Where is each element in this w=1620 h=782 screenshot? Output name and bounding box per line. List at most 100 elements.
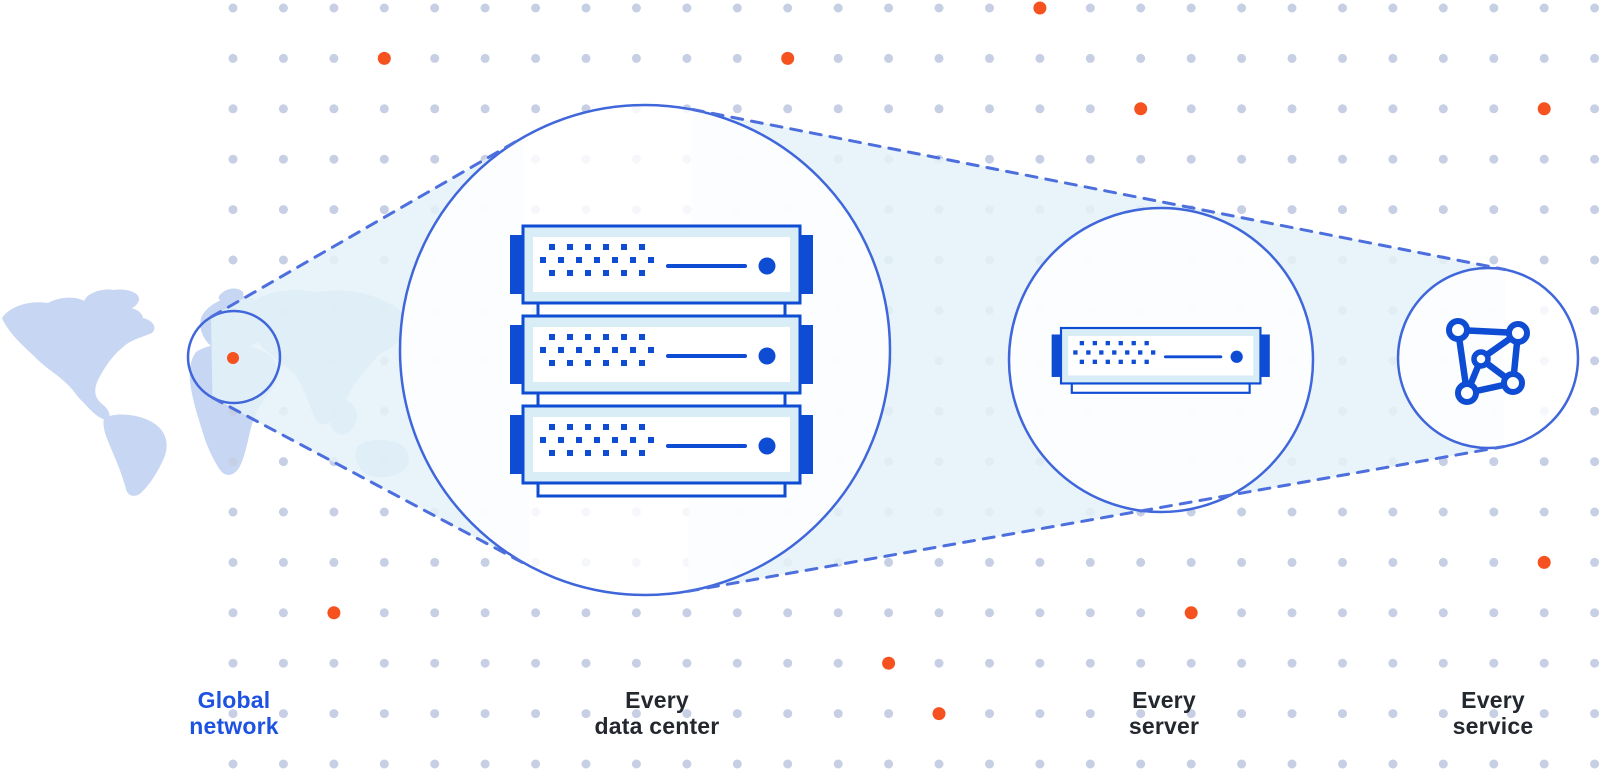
- grid-dot: [480, 557, 490, 567]
- grid-dot: [884, 557, 894, 567]
- grid-dot: [1438, 507, 1448, 517]
- grid-dot: [682, 3, 692, 13]
- grid-dot: [430, 608, 440, 618]
- grid-dot: [884, 53, 894, 63]
- grid-dot: [1136, 53, 1146, 63]
- grid-dot: [228, 457, 238, 467]
- server-stack-icon: [508, 224, 815, 498]
- grid-dot: [1539, 658, 1549, 668]
- grid-dot: [1085, 759, 1095, 769]
- grid-dot: [1035, 154, 1045, 164]
- grid-dot: [732, 709, 742, 719]
- grid-dot: [228, 53, 238, 63]
- grid-dot: [228, 104, 238, 114]
- grid-dot: [1085, 557, 1095, 567]
- grid-dot: [379, 658, 389, 668]
- grid-dot: [1590, 457, 1600, 467]
- grid-dot: [783, 104, 793, 114]
- grid-dot: [430, 3, 440, 13]
- grid-dot: [783, 658, 793, 668]
- grid-dot: [1590, 557, 1600, 567]
- grid-dot: [985, 557, 994, 567]
- grid-dot: [329, 507, 339, 517]
- grid-dot: [1237, 3, 1247, 13]
- grid-dot: [1388, 205, 1398, 215]
- dashed-guides: [209, 108, 1507, 593]
- label-global-network: Global network: [189, 687, 279, 739]
- grid-dot: [379, 3, 389, 13]
- grid-dot: [884, 104, 894, 114]
- grid-dot: [1186, 759, 1196, 769]
- grid-dot: [329, 658, 339, 668]
- grid-dot: [1388, 53, 1398, 63]
- grid-dot: [1237, 557, 1247, 567]
- label-every-data-center: Every data center: [594, 687, 720, 739]
- map-marker-dot: [227, 352, 239, 364]
- grid-dot: [430, 53, 440, 63]
- grid-dot: [1388, 608, 1398, 618]
- grid-dot: [934, 658, 944, 668]
- grid-dot: [1186, 3, 1196, 13]
- grid-dot: [1489, 507, 1499, 517]
- dash-lower-right: [686, 445, 1506, 593]
- grid-dot: [278, 104, 288, 114]
- dash-upper-left: [209, 136, 525, 319]
- grid-dot: [228, 507, 238, 517]
- grid-dot: [1035, 104, 1045, 114]
- orange-accent-dot: [781, 51, 795, 65]
- grid-dot: [732, 53, 742, 63]
- grid-dot: [1136, 709, 1146, 719]
- grid-dot: [1136, 557, 1146, 567]
- grid-dot: [581, 709, 591, 719]
- grid-dot: [631, 608, 641, 618]
- grid-dot: [581, 759, 591, 769]
- grid-dot: [1590, 658, 1600, 668]
- grid-dot: [1590, 507, 1600, 517]
- grid-dot: [732, 3, 742, 13]
- grid-dot: [1590, 205, 1600, 215]
- grid-dot: [1237, 608, 1247, 618]
- grid-dot: [1539, 255, 1549, 265]
- grid-dot: [1539, 3, 1549, 13]
- grid-dot: [1237, 709, 1247, 719]
- grid-dot: [732, 759, 742, 769]
- continent-south-america: [103, 414, 167, 496]
- grid-dot: [531, 53, 541, 63]
- grid-dot: [833, 104, 843, 114]
- grid-dot: [531, 608, 541, 618]
- continent-north-america: [2, 297, 155, 420]
- grid-dot: [1186, 709, 1196, 719]
- grid-dot: [1489, 255, 1499, 265]
- grid-dot: [278, 557, 288, 567]
- grid-dot: [631, 709, 641, 719]
- grid-dot: [1539, 53, 1549, 63]
- grid-dot: [329, 53, 339, 63]
- grid-dot: [1590, 709, 1600, 719]
- grid-dot: [278, 759, 288, 769]
- grid-dot: [1438, 104, 1448, 114]
- grid-dot: [581, 53, 591, 63]
- dash-upper-right: [691, 108, 1507, 272]
- grid-dot: [228, 658, 238, 668]
- grid-dot: [934, 3, 944, 13]
- grid-dot: [531, 709, 541, 719]
- grid-dot: [985, 759, 994, 769]
- grid-dot: [1035, 759, 1045, 769]
- grid-dot: [1237, 507, 1247, 517]
- grid-dot: [379, 205, 389, 215]
- grid-dot: [631, 53, 641, 63]
- grid-dot: [1237, 104, 1247, 114]
- grid-dot: [1539, 759, 1549, 769]
- grid-dot: [1590, 305, 1600, 315]
- grid-dot: [228, 709, 238, 719]
- grid-dot: [732, 658, 742, 668]
- grid-dot: [833, 53, 843, 63]
- grid-dot: [682, 658, 692, 668]
- grid-dot: [1590, 759, 1600, 769]
- grid-dot: [430, 154, 440, 164]
- orange-accent-dot: [1537, 102, 1551, 116]
- grid-dot: [934, 104, 944, 114]
- grid-dot: [1489, 154, 1499, 164]
- map-region-circle: [186, 309, 282, 405]
